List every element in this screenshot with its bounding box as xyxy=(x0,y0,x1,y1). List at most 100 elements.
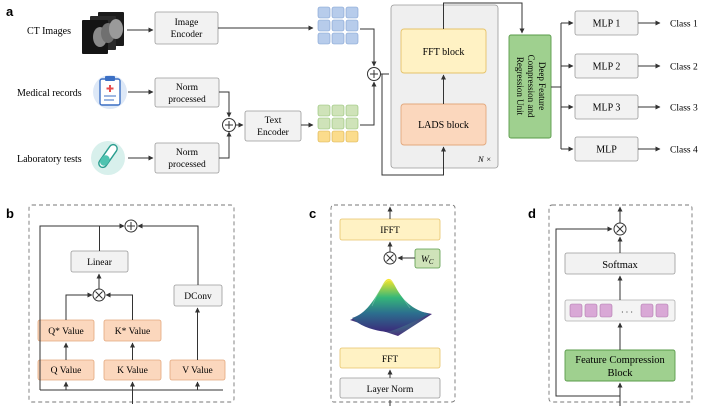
feature-token-cell xyxy=(584,303,598,318)
ifft-box: IFFT xyxy=(339,218,441,241)
class-label: Class 2 xyxy=(670,63,698,73)
ifft-label: IFFT xyxy=(380,226,400,236)
text-encoder-label-1: Text xyxy=(265,116,282,126)
text-token-cell xyxy=(317,104,331,117)
text-token-cell xyxy=(345,130,359,143)
layer-norm-label: Layer Norm xyxy=(367,385,414,395)
v-value-label: V Value xyxy=(182,366,213,376)
text-token-cell xyxy=(317,130,331,143)
mlp-label: MLP 2 xyxy=(593,62,621,73)
image-token-cell xyxy=(317,32,331,45)
q-value-box: Q Value xyxy=(37,359,95,381)
v-value-box: V Value xyxy=(169,359,226,381)
laboratory-tests-icon xyxy=(91,141,125,175)
feature-token-cell xyxy=(569,303,583,318)
feature-token-row: · · · xyxy=(564,299,676,322)
mlp-label: MLP xyxy=(596,145,617,156)
panel-d-frame xyxy=(548,204,693,403)
q-star-label: Q* Value xyxy=(48,327,83,337)
attn-sum-node xyxy=(124,219,138,233)
norm-processed-box-1: Norm processed xyxy=(154,77,220,108)
dconv-box: DConv xyxy=(173,284,223,307)
fft-block: FFT block xyxy=(400,28,487,74)
svg-text:WC: WC xyxy=(421,255,434,266)
compression-unit-label-2: Compression and xyxy=(526,55,536,118)
image-token-cell xyxy=(317,6,331,19)
feature-token-cell xyxy=(599,303,613,318)
feature-token-cell xyxy=(655,303,669,318)
fft-label: FFT xyxy=(382,355,399,365)
concat-plus-node-2 xyxy=(367,67,381,81)
output-multiply-node xyxy=(613,222,627,236)
feature-token-cell xyxy=(640,303,654,318)
panel-b-frame xyxy=(28,204,235,403)
weight-symbol: W xyxy=(421,255,430,265)
feature-compression-label-2: Block xyxy=(607,368,633,379)
norm-label-1b: processed xyxy=(168,95,206,105)
text-encoder-label-2: Encoder xyxy=(257,128,289,138)
k-value-label: K Value xyxy=(117,366,148,376)
weight-multiply-node xyxy=(383,251,397,265)
compression-regression-unit: Deep Feature Compression and Regression … xyxy=(508,34,552,139)
panel-label-c: c xyxy=(309,206,316,221)
k-star-label: K* Value xyxy=(115,327,150,337)
image-token-grid xyxy=(317,6,359,45)
image-token-cell xyxy=(345,19,359,32)
panel-label-b: b xyxy=(6,206,14,221)
text-encoder-box: Text Encoder xyxy=(244,110,302,142)
fft-box: FFT xyxy=(339,347,441,369)
token-ellipsis: · · · xyxy=(621,308,633,317)
norm-label-2b: processed xyxy=(168,160,206,170)
frequency-surface-plot xyxy=(350,278,432,336)
text-token-cell xyxy=(345,117,359,130)
panel-label-d: d xyxy=(528,206,536,221)
norm-processed-box-2: Norm processed xyxy=(154,142,220,174)
image-encoder-box: Image Encoder xyxy=(154,11,219,45)
image-token-cell xyxy=(331,19,345,32)
class-label: Class 1 xyxy=(670,20,698,30)
image-encoder-label-1: Image xyxy=(175,18,199,28)
input-label-medical: Medical records xyxy=(17,88,82,99)
concat-plus-node-1 xyxy=(222,118,236,132)
text-token-cell xyxy=(331,130,345,143)
input-label-lab: Laboratory tests xyxy=(17,154,82,165)
qk-multiply-node xyxy=(92,288,106,302)
text-token-cell xyxy=(331,104,345,117)
feature-compression-block: Feature Compression Block xyxy=(564,349,676,382)
fft-block-label: FFT block xyxy=(423,47,465,58)
q-star-value-box: Q* Value xyxy=(37,319,95,342)
text-token-cell xyxy=(345,104,359,117)
lads-block: LADS block xyxy=(400,103,487,146)
weight-wc-box: WC xyxy=(414,248,441,269)
image-token-cell xyxy=(331,6,345,19)
image-token-cell xyxy=(317,19,331,32)
k-value-box: K Value xyxy=(103,359,162,381)
repeat-count-label: N × xyxy=(477,154,492,164)
image-token-cell xyxy=(331,32,345,45)
class-label: Class 4 xyxy=(670,146,698,156)
softmax-label: Softmax xyxy=(602,260,638,271)
compression-unit-label-1: Deep Feature xyxy=(537,62,547,110)
layer-norm-box: Layer Norm xyxy=(339,377,441,399)
norm-label-2a: Norm xyxy=(176,148,199,158)
k-star-value-box: K* Value xyxy=(103,319,162,342)
image-token-cell xyxy=(345,6,359,19)
text-token-grid xyxy=(317,104,359,143)
compression-unit-label-3: Regression Unit xyxy=(515,57,525,116)
norm-label-1a: Norm xyxy=(176,83,199,93)
class-label: Class 3 xyxy=(670,104,698,114)
image-encoder-label-2: Encoder xyxy=(171,30,203,40)
mlp-label: MLP 3 xyxy=(593,103,621,114)
panel-label-a: a xyxy=(6,4,14,19)
mlp-label: MLP 1 xyxy=(593,19,621,30)
feature-compression-label-1: Feature Compression xyxy=(575,355,665,366)
q-value-label: Q Value xyxy=(51,366,82,376)
mlp-heads: MLP 1 Class 1 MLP 2 Class 2 MLP 3 Class 3 MLP C… xyxy=(561,10,698,162)
text-token-cell xyxy=(331,117,345,130)
ct-images-icon xyxy=(82,12,124,54)
linear-label: Linear xyxy=(87,258,113,268)
input-label-ct: CT Images xyxy=(27,26,71,37)
image-token-cell xyxy=(345,32,359,45)
linear-box: Linear xyxy=(70,250,129,273)
